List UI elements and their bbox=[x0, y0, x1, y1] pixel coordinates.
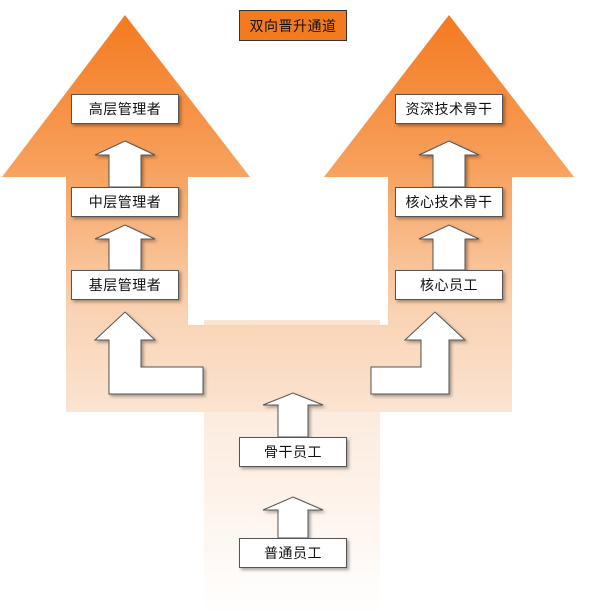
node-senior-tech-expert: 资深技术骨干 bbox=[395, 94, 503, 124]
bent-up-arrow-right-icon bbox=[370, 311, 467, 395]
node-junior-manager: 基层管理者 bbox=[71, 270, 179, 300]
up-arrow-icon bbox=[262, 392, 324, 438]
node-regular-employee: 普通员工 bbox=[239, 538, 347, 568]
node-senior-manager: 高层管理者 bbox=[71, 94, 179, 124]
up-arrow-icon bbox=[418, 140, 480, 188]
up-arrow-icon bbox=[418, 224, 480, 271]
diagram-title: 双向晋升通道 bbox=[239, 10, 347, 41]
bent-up-arrow-left-icon bbox=[93, 311, 204, 395]
node-backbone-employee: 骨干员工 bbox=[239, 437, 347, 467]
up-arrow-icon bbox=[94, 140, 156, 188]
node-core-employee: 核心员工 bbox=[395, 270, 503, 300]
node-middle-manager: 中层管理者 bbox=[71, 187, 179, 217]
up-arrow-icon bbox=[262, 496, 324, 539]
node-core-tech-expert: 核心技术骨干 bbox=[395, 187, 503, 217]
right-track-arrow bbox=[204, 15, 574, 412]
up-arrow-icon bbox=[94, 224, 156, 271]
